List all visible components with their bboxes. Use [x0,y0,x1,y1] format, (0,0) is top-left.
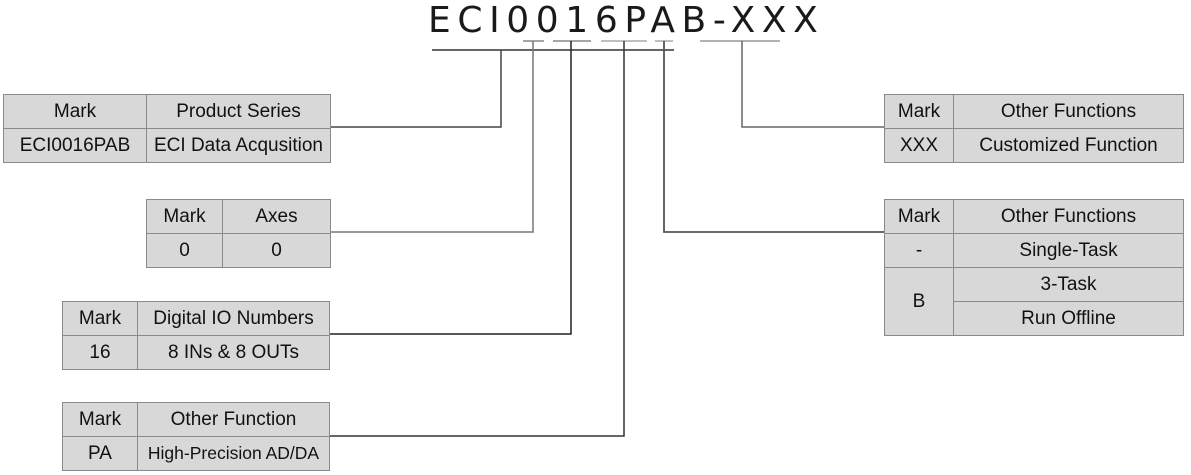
cell-value: 0 [222,233,331,268]
table-row: XXX Customized Function [884,128,1184,163]
header-mark: Mark [884,199,954,234]
connector-b [663,41,884,233]
table-row: 16 8 INs & 8 OUTs [62,335,330,370]
table-header-row: Mark Other Function [62,402,330,437]
cell-mark: 16 [62,335,138,370]
header-mark: Mark [62,402,138,437]
table-row: ECI0016PAB ECI Data Acqusition [3,128,331,163]
connector-axes [330,41,534,233]
connector-series [330,50,502,128]
table-axes: Mark Axes 0 0 [146,199,331,268]
header-mark: Mark [62,301,138,336]
table-row: B 3-Task [884,267,1184,336]
cell-value: Customized Function [953,128,1184,163]
table-row: 0 0 [146,233,331,268]
table-product-series: Mark Product Series ECI0016PAB ECI Data … [3,94,331,163]
cell-value: Single-Task [953,233,1184,268]
header-digital-io: Digital IO Numbers [137,301,330,336]
cell-mark: ECI0016PAB [3,128,147,163]
cell-mark: B [884,267,954,336]
table-header-row: Mark Product Series [3,94,331,129]
table-row: - Single-Task [884,233,1184,268]
cell-mark: PA [62,436,138,471]
table-header-row: Mark Digital IO Numbers [62,301,330,336]
table-customized: Mark Other Functions XXX Customized Func… [884,94,1184,163]
cell-value: Run Offline [953,301,1184,336]
cell-value: 3-Task [953,267,1184,302]
table-header-row: Mark Other Functions [884,199,1184,234]
table-task-mode: Mark Other Functions - Single-Task B 3-T… [884,199,1184,336]
connector-xxx [741,41,884,128]
table-row: Run Offline [885,301,1184,336]
table-other-function: Mark Other Function PA High-Precision AD… [62,402,330,471]
cell-value: High-Precision AD/DA [137,436,330,471]
table-digital-io: Mark Digital IO Numbers 16 8 INs & 8 OUT… [62,301,330,370]
model-code-title: ECI0016PAB-XXX [428,0,825,41]
cell-value: ECI Data Acqusition [146,128,331,163]
header-mark: Mark [146,199,223,234]
header-mark: Mark [3,94,147,129]
table-header-row: Mark Other Functions [884,94,1184,129]
cell-mark: XXX [884,128,954,163]
cell-mark: - [884,233,954,268]
header-other-functions: Other Functions [953,94,1184,129]
table-row: PA High-Precision AD/DA [62,436,330,471]
header-product-series: Product Series [146,94,331,129]
header-other-function: Other Function [137,402,330,437]
header-other-functions: Other Functions [953,199,1184,234]
connector-io [330,41,572,335]
table-header-row: Mark Axes [146,199,331,234]
header-axes: Axes [222,199,331,234]
connector-pa [330,41,625,437]
cell-value: 8 INs & 8 OUTs [137,335,330,370]
cell-mark: 0 [146,233,223,268]
header-mark: Mark [884,94,954,129]
